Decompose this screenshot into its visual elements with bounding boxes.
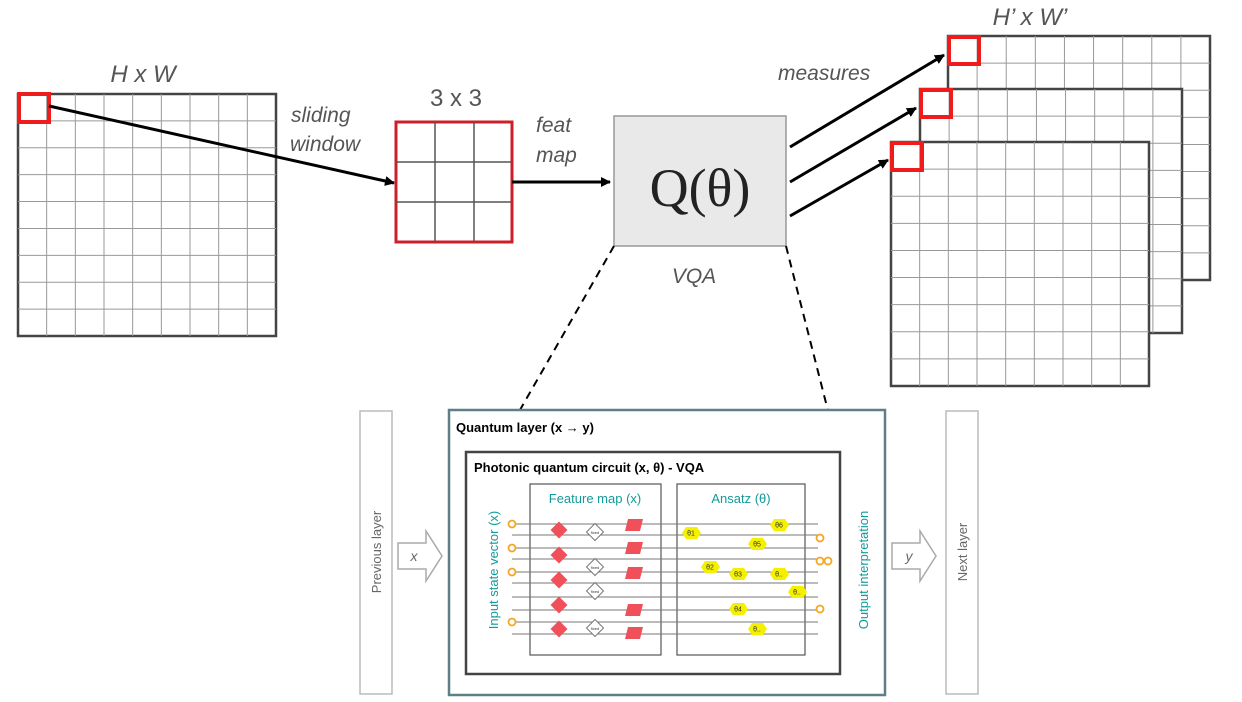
- beam-splitter-gate: [550, 596, 568, 614]
- sliding-window-arrow: [48, 104, 395, 186]
- circuit-wires: fixed fixed fixed fixed θ1 θ2 θ3 θ4 θ5 θ6 θ.. θ.. θ.…: [507, 519, 833, 639]
- next-layer-label: Next layer: [955, 522, 970, 581]
- y-output-arrow: [891, 528, 937, 584]
- input-state-label: Input state vector (x): [486, 511, 501, 630]
- theta-gate: [682, 527, 701, 539]
- theta-gate-label: θ..: [775, 572, 783, 579]
- phase-shifter-gate: [625, 519, 643, 531]
- input-grid-label: H x W: [110, 61, 178, 88]
- phase-shifter-gate: [625, 604, 643, 616]
- zoom-line-left: [496, 245, 615, 451]
- x-input-label: x: [410, 548, 419, 564]
- vqa-label: VQA: [672, 265, 716, 288]
- fixed-gate: [585, 557, 605, 577]
- quantum-layer-title: Quantum layer (x → y): [456, 420, 594, 435]
- theta-gate: [729, 603, 748, 615]
- output-mode: [815, 556, 825, 566]
- phase-shifter-gate: [625, 627, 643, 639]
- input-mode: [507, 543, 517, 553]
- input-grid: [16, 92, 278, 338]
- fixed-gate-label: fixed: [591, 565, 599, 570]
- theta-gate-label: θ..: [793, 590, 801, 597]
- input-mode: [507, 519, 517, 529]
- beam-splitter-gate: [550, 620, 568, 638]
- kernel-label: 3 x 3: [430, 85, 482, 112]
- output-mode: [815, 604, 825, 614]
- theta-gate: [748, 623, 767, 635]
- output-mode: [815, 533, 825, 543]
- x-input-arrow: [397, 528, 443, 584]
- theta-gate: [748, 538, 767, 550]
- theta-gate-label: θ2: [706, 565, 714, 572]
- output-interpretation-label: Output interpretation: [856, 511, 871, 630]
- measures-label: measures: [778, 62, 871, 85]
- output-grid-3: [889, 140, 1151, 388]
- fixed-gate: [585, 581, 605, 601]
- beam-splitter-gate: [550, 521, 568, 539]
- output-grid-highlight-3: [890, 141, 924, 172]
- fixed-gate-label: fixed: [591, 530, 599, 535]
- output-grid-label: H’ x W’: [993, 4, 1068, 31]
- previous-layer-label: Previous layer: [369, 510, 384, 593]
- fixed-gate: [585, 618, 605, 638]
- phase-shifter-gate: [625, 542, 643, 554]
- next-layer-box: [945, 410, 979, 695]
- beam-splitter-gate: [550, 546, 568, 564]
- input-mode: [507, 567, 517, 577]
- theta-gate-label: θ..: [753, 627, 761, 634]
- theta-gate-label: θ6: [775, 523, 783, 530]
- vqa-box: [613, 115, 787, 247]
- fixed-gate-label: fixed: [591, 589, 599, 594]
- theta-gate: [788, 586, 807, 598]
- phase-shifter-gate: [625, 567, 643, 579]
- feat-map-label-line1: feat: [536, 114, 572, 137]
- kernel-grid: [394, 120, 514, 244]
- measure-arrow-1: [789, 53, 945, 149]
- fixed-gate-label: fixed: [591, 626, 599, 631]
- output-grid-highlight-1: [947, 35, 981, 66]
- theta-gate-label: θ1: [687, 531, 695, 538]
- output-grid-highlight-2: [919, 88, 953, 119]
- photonic-circuit-title: Photonic quantum circuit (x, θ) - VQA: [474, 460, 705, 475]
- ansatz-label: Ansatz (θ): [711, 491, 770, 506]
- previous-layer-box: [359, 410, 393, 695]
- input-grid-window-highlight: [17, 92, 51, 124]
- output-mode: [823, 556, 833, 566]
- input-mode: [507, 617, 517, 627]
- y-output-label: y: [905, 548, 914, 564]
- theta-gate: [770, 568, 789, 580]
- theta-gate: [729, 568, 748, 580]
- fixed-gate: [585, 522, 605, 542]
- beam-splitter-gate: [550, 571, 568, 589]
- theta-gate-label: θ5: [753, 542, 761, 549]
- feature-map-label: Feature map (x): [549, 491, 641, 506]
- feat-map-label-line2: map: [536, 144, 577, 167]
- theta-gate: [770, 519, 789, 531]
- output-grid-stack: [889, 34, 1212, 388]
- measure-arrow-2: [789, 106, 917, 184]
- sliding-window-label-line2: window: [290, 133, 362, 156]
- theta-gate-label: θ4: [734, 607, 742, 614]
- measure-arrow-3: [789, 158, 889, 218]
- theta-gate-label: θ3: [734, 572, 742, 579]
- vqa-box-label: Q(θ): [650, 158, 751, 218]
- theta-gate: [701, 561, 720, 573]
- sliding-window-label-line1: sliding: [291, 104, 351, 127]
